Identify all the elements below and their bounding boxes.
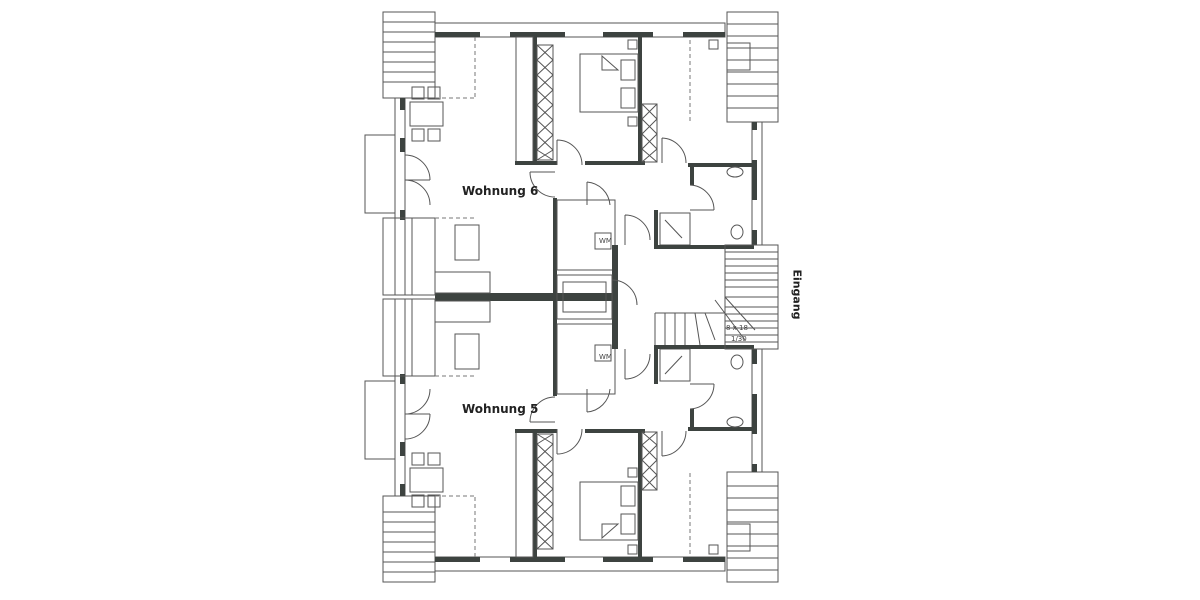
stair-annotation: 8 x 18 [726,324,748,332]
stair-annotation: 1/30 [731,335,747,343]
storage [562,281,607,313]
unit-6-plan [364,11,779,298]
washing-machine-label: WM [599,353,612,361]
washing-machine-label: WM [599,237,612,245]
unit-label-5: Wohnung 5 [462,402,539,416]
unit-5-plan [364,296,779,583]
stair-winder [654,296,756,346]
entrance-label: Eingang [790,269,804,320]
unit-label-6: Wohnung 6 [462,184,539,198]
